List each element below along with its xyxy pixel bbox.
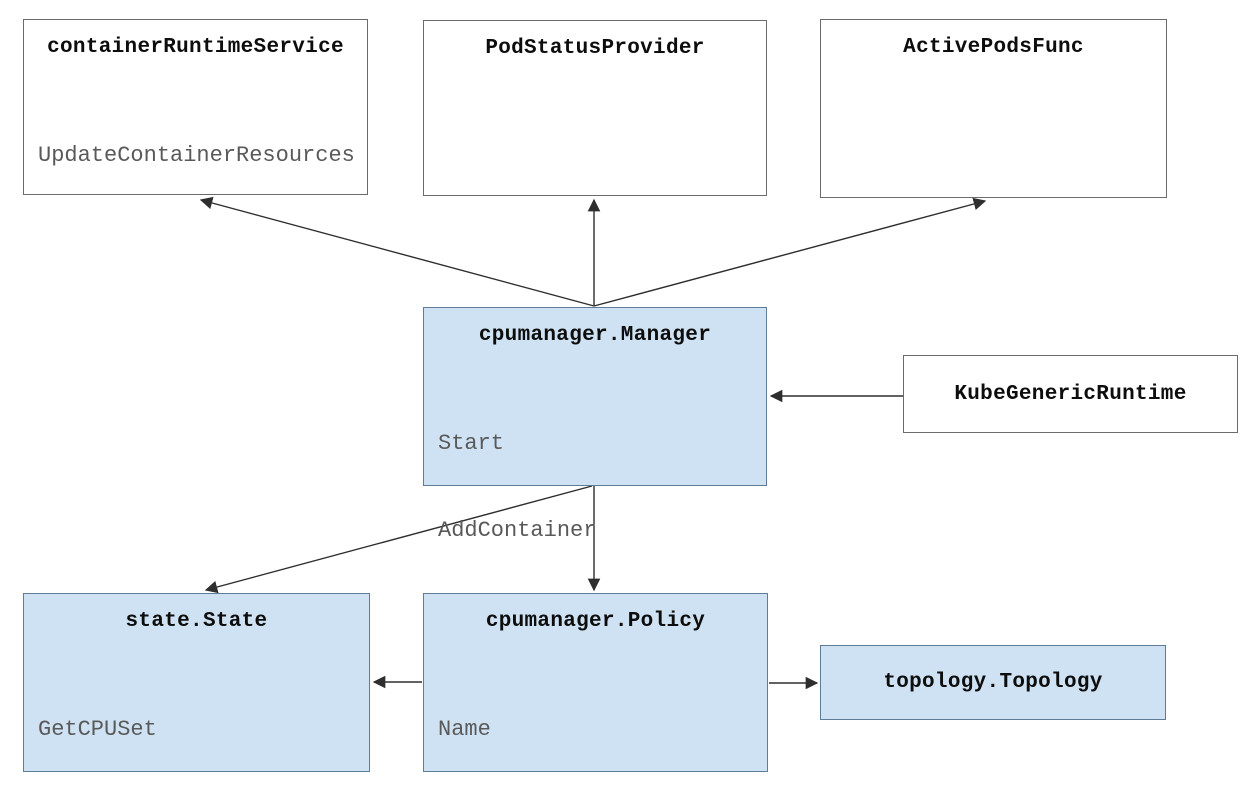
method-label: UpdateContainerResources xyxy=(38,143,355,168)
box-active-pods-func: ActivePodsFunc xyxy=(820,19,1167,198)
edge-manager-to-active-pods-func xyxy=(593,197,987,307)
box-topology-topology: topology.Topology xyxy=(820,645,1166,720)
box-kube-generic-runtime: KubeGenericRuntime xyxy=(903,355,1238,433)
method-list: UpdateContainerResources xyxy=(24,83,367,228)
box-pod-status-provider: PodStatusProvider xyxy=(423,20,767,196)
box-title: topology.Topology xyxy=(883,671,1103,694)
method-list: GetCPUSet GetDefaultCPUSet SetCPUSet Set… xyxy=(24,657,369,788)
box-cpumanager-manager: cpumanager.Manager Start AddContainer Re… xyxy=(423,307,767,717)
box-state-state: state.State GetCPUSet GetDefaultCPUSet S… xyxy=(23,593,370,772)
box-title: cpumanager.Policy xyxy=(485,610,706,633)
method-label: Name xyxy=(438,717,491,742)
method-label: Start xyxy=(438,431,505,456)
box-title: PodStatusProvider xyxy=(485,37,705,60)
box-title: state.State xyxy=(125,610,268,633)
method-list: Name AddContainer RemoveContainer xyxy=(424,657,767,788)
method-label: GetCPUSet xyxy=(38,717,157,742)
box-title: containerRuntimeService xyxy=(47,36,344,59)
box-title: KubeGenericRuntime xyxy=(954,382,1187,406)
box-container-runtime-service: containerRuntimeService UpdateContainerR… xyxy=(23,19,368,195)
box-cpumanager-policy: cpumanager.Policy Name AddContainer Remo… xyxy=(423,593,768,772)
method-label: AddContainer xyxy=(438,518,597,543)
box-title: cpumanager.Manager xyxy=(478,324,712,347)
box-title: ActivePodsFunc xyxy=(903,36,1084,59)
